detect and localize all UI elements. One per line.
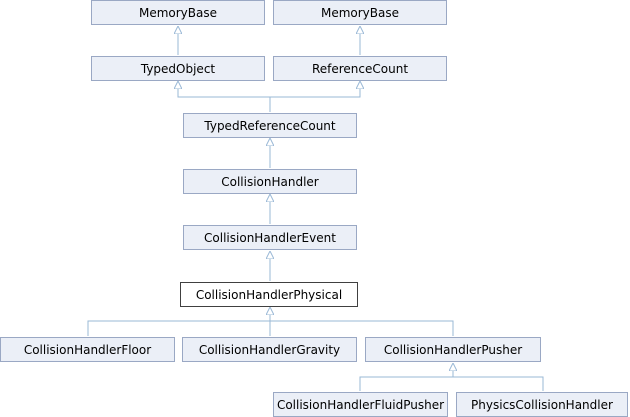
node-label: TypedObject: [140, 61, 216, 76]
node-referencecount[interactable]: ReferenceCount: [273, 56, 447, 81]
edge-physics-chpusher: [453, 376, 544, 391]
node-label: PhysicsCollisionHandler: [471, 397, 613, 412]
edge-chfloor-chp: [87, 308, 270, 336]
edge-chfluid-chpusher: [359, 364, 453, 391]
node-typedreferencecount[interactable]: TypedReferenceCount: [183, 113, 357, 138]
node-label: CollisionHandlerFluidPusher: [276, 397, 445, 412]
node-label: CollisionHandlerGravity: [198, 342, 341, 357]
node-collisionhandlerevent[interactable]: CollisionHandlerEvent: [183, 225, 357, 250]
edge-trc-typedobject: [178, 82, 271, 112]
node-collisionhandlerphysical: CollisionHandlerPhysical: [180, 282, 358, 307]
node-label: CollisionHandlerPusher: [383, 342, 523, 357]
node-collisionhandlerpusher[interactable]: CollisionHandlerPusher: [365, 337, 541, 362]
node-collisionhandlergravity[interactable]: CollisionHandlerGravity: [182, 337, 357, 362]
node-collisionhandlerfloor[interactable]: CollisionHandlerFloor: [0, 337, 175, 362]
node-memorybase-right[interactable]: MemoryBase: [273, 0, 447, 25]
node-typedobject[interactable]: TypedObject: [91, 56, 265, 81]
node-collisionhandlerfluidpusher[interactable]: CollisionHandlerFluidPusher: [273, 392, 448, 417]
node-label: MemoryBase: [320, 5, 400, 20]
node-collisionhandler[interactable]: CollisionHandler: [183, 169, 357, 194]
node-label: TypedReferenceCount: [204, 118, 336, 133]
node-label: CollisionHandlerFloor: [23, 342, 152, 357]
edge-chpusher-chp: [270, 320, 454, 336]
node-label: CollisionHandler: [221, 174, 319, 189]
node-label: CollisionHandlerPhysical: [195, 287, 343, 302]
node-label: CollisionHandlerEvent: [204, 230, 336, 245]
edge-trc-referencecount: [270, 82, 360, 98]
node-physicscollisionhandler[interactable]: PhysicsCollisionHandler: [456, 392, 628, 417]
node-label: MemoryBase: [138, 5, 218, 20]
node-memorybase-left[interactable]: MemoryBase: [91, 0, 265, 25]
node-label: ReferenceCount: [311, 61, 409, 76]
